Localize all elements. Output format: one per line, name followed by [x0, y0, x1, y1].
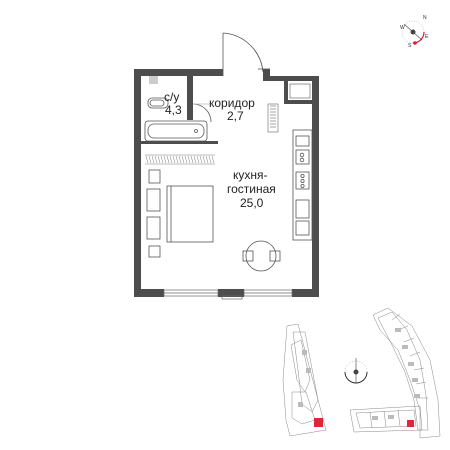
- shelf-hatch-line: [205, 155, 209, 164]
- compass-w: W: [400, 25, 405, 31]
- shelf-hatch-line: [184, 155, 188, 164]
- compass-s: S: [408, 43, 412, 49]
- compass-top: N W S E: [400, 15, 429, 49]
- bed: [146, 169, 214, 258]
- corridor-area: 2,7: [227, 109, 244, 123]
- shelf-hatch-line: [178, 155, 182, 164]
- apartment-walls: [134, 69, 319, 297]
- compass-site: [344, 358, 368, 384]
- shelf-hatch-line: [148, 155, 152, 164]
- bathroom-name: с/у: [164, 90, 179, 104]
- shelf-hatch-line: [169, 155, 173, 164]
- shelf-hatch-line: [196, 155, 200, 164]
- dining-set: [242, 240, 281, 272]
- shelf-hatch-line: [157, 155, 161, 164]
- bathroom-fixtures: [144, 76, 212, 142]
- shelf-hatch-line: [145, 155, 149, 164]
- shelf-hatch-line: [190, 155, 194, 164]
- kitchen-living-area: 25,0: [240, 196, 264, 210]
- shelf-hatch-line: [187, 155, 191, 164]
- bathroom-area: 4,3: [165, 103, 182, 117]
- location-markers: [314, 418, 414, 427]
- shelf-hatch-line: [208, 155, 212, 164]
- shelf-hatch-line: [211, 155, 215, 164]
- kitchen-living-name-line1: кухня-: [233, 168, 268, 182]
- shelving: [145, 154, 215, 165]
- shelf-hatch-line: [163, 155, 167, 164]
- location-marker-right: [407, 420, 414, 427]
- entrance-door: [222, 32, 270, 76]
- room-labels: с/у 4,3 коридор 2,7 кухня- гостиная 25,0: [164, 90, 276, 210]
- niche: [289, 83, 311, 99]
- shelf-hatch-line: [166, 155, 170, 164]
- site-map-details: [298, 328, 420, 420]
- corridor-name: коридор: [209, 96, 255, 110]
- site-map: [282, 307, 441, 439]
- compass-n: N: [423, 15, 427, 21]
- shelf-hatch-line: [160, 155, 164, 164]
- shelf-hatch-line: [172, 155, 176, 164]
- shelf-hatch-line: [193, 155, 197, 164]
- windows: [163, 289, 293, 300]
- shelf-hatch-line: [199, 155, 203, 164]
- shelf-hatch-line: [181, 155, 185, 164]
- kitchen-living-name-line2: гостиная: [227, 182, 276, 196]
- shelf-hatch-line: [175, 155, 179, 164]
- shelf-hatch-line: [154, 155, 158, 164]
- compass-e: E: [425, 34, 429, 40]
- shelf-hatch-line: [151, 155, 155, 164]
- kitchen-counter: [292, 129, 313, 241]
- wardrobe: [267, 103, 279, 133]
- shelf-hatch-line: [202, 155, 206, 164]
- location-marker-left: [314, 418, 323, 427]
